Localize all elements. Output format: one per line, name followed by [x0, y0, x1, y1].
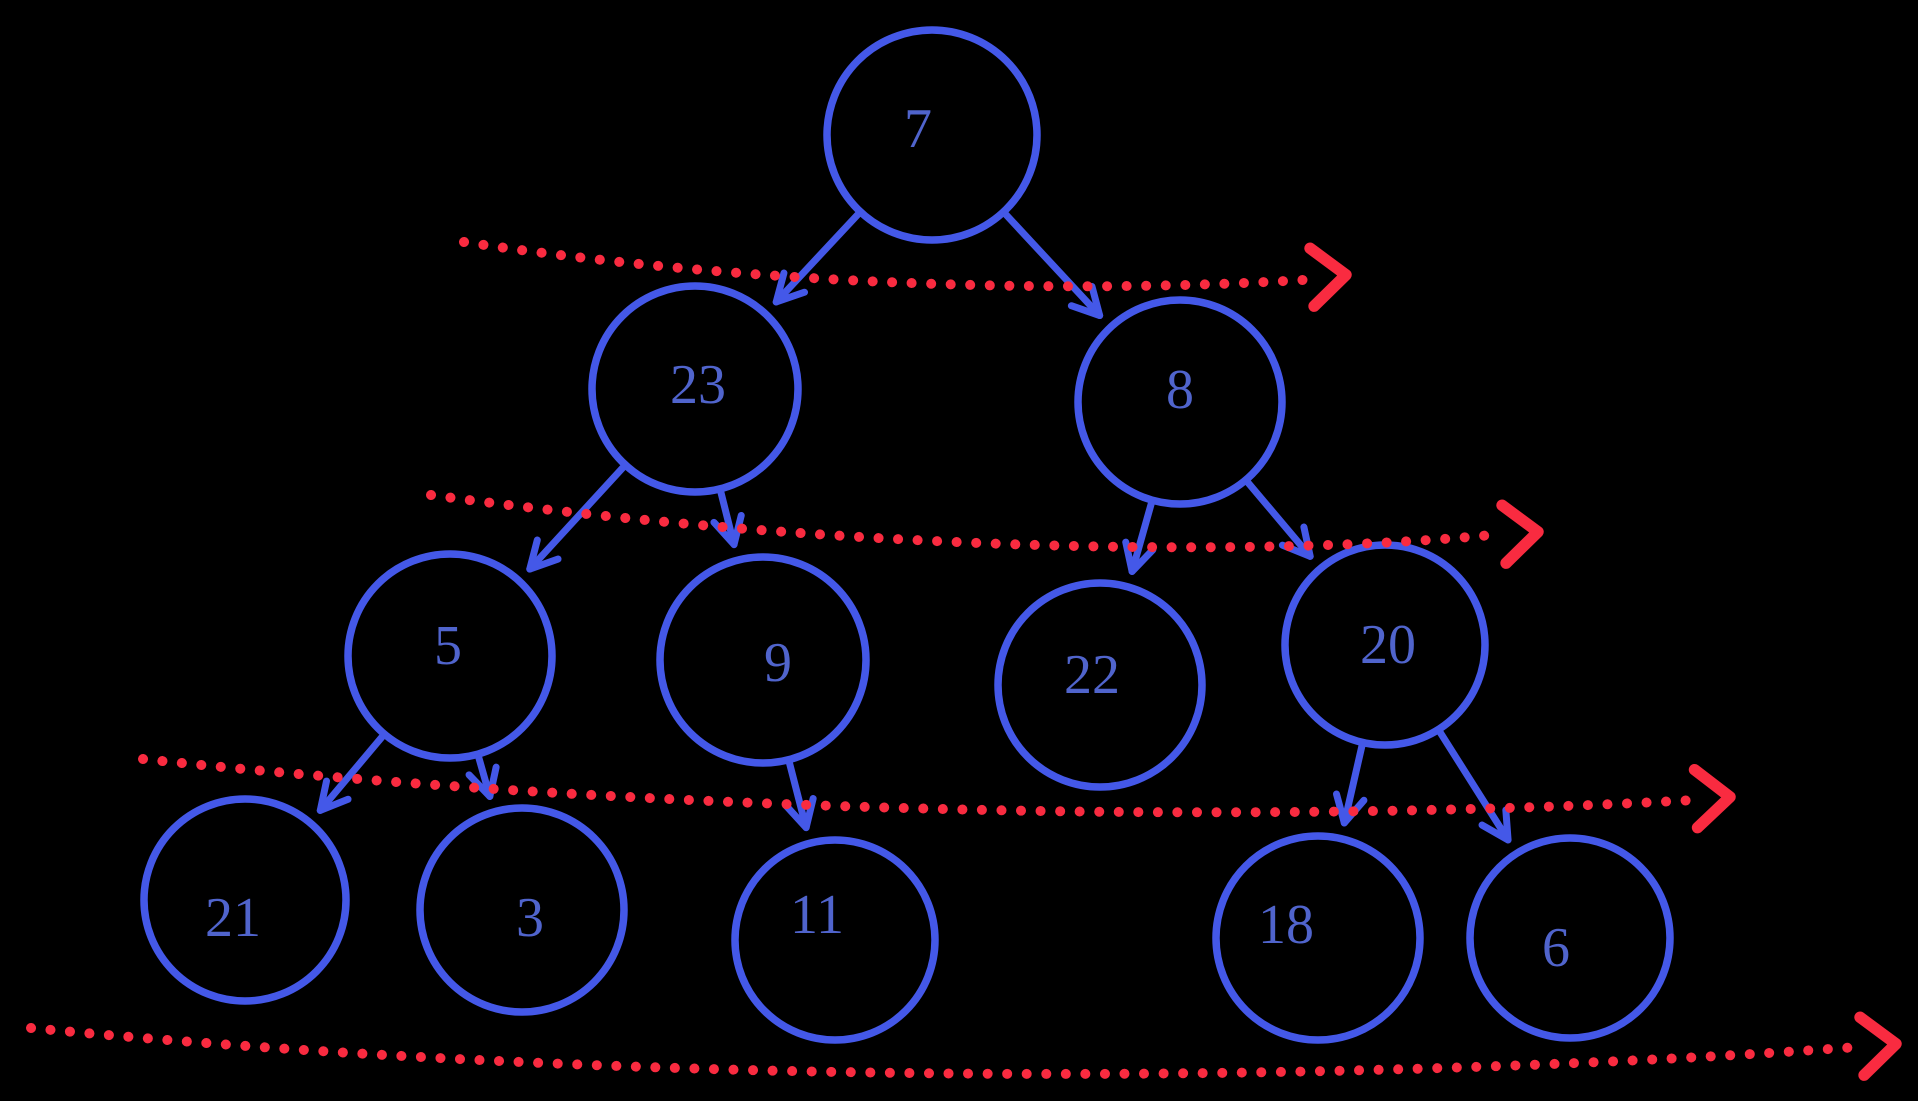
tree-nodes-layer: 7 23 8 5 9 22 20 21 3 11 18 6 — [140, 26, 1674, 1044]
edge-shaft — [526, 462, 628, 573]
edge-8-20 — [1243, 477, 1314, 560]
node-circle — [344, 550, 556, 762]
arrowhead-icon — [772, 269, 809, 306]
node-circle — [823, 26, 1041, 244]
node-value-label: 7 — [904, 98, 932, 160]
dotted-path — [426, 490, 1507, 553]
arrowhead-icon — [1067, 283, 1104, 320]
node-circle — [656, 553, 870, 767]
edge-shaft — [1128, 498, 1156, 575]
node-value-label: 8 — [1166, 359, 1194, 421]
tree-edges-layer — [316, 209, 1512, 844]
edge-5-21 — [316, 732, 387, 814]
node-value-label: 23 — [670, 354, 726, 416]
edge-23-5 — [526, 462, 628, 573]
tree-node-9: 9 — [656, 553, 870, 767]
edge-8-22 — [1122, 498, 1157, 575]
arrowhead-icon — [526, 536, 562, 573]
tree-node-21: 21 — [140, 795, 350, 1005]
edge-23-9 — [710, 487, 745, 549]
node-value-label: 11 — [790, 884, 844, 946]
dotted-path — [138, 754, 1700, 818]
tree-node-22: 22 — [994, 579, 1206, 791]
edge-shaft — [772, 209, 863, 306]
traversal-arrow-icon — [1688, 763, 1736, 834]
edge-shaft — [1001, 209, 1104, 320]
node-value-label: 18 — [1258, 894, 1314, 956]
arrowhead-icon — [782, 794, 817, 832]
node-circle — [140, 795, 350, 1005]
tree-node-11: 11 — [731, 836, 939, 1044]
tree-node-6: 6 — [1466, 834, 1674, 1042]
tree-node-23: 23 — [588, 282, 802, 496]
node-circle — [588, 282, 802, 496]
tree-node-5: 5 — [344, 550, 556, 762]
node-circle — [1466, 834, 1674, 1042]
traversal-line-level-4 — [26, 1011, 1902, 1081]
dotted-path — [26, 1023, 1863, 1079]
dotted-path — [459, 237, 1323, 292]
edge-20-6 — [1435, 727, 1512, 844]
edge-shaft — [316, 732, 387, 814]
node-value-label: 5 — [434, 615, 462, 677]
traversal-line-level-2 — [426, 490, 1544, 569]
node-circle — [1074, 296, 1286, 508]
arrowhead-icon — [1332, 790, 1368, 827]
arrowhead-icon — [465, 763, 500, 800]
arrowhead-icon — [1122, 538, 1157, 575]
tree-node-7: 7 — [823, 26, 1041, 244]
edge-shaft — [717, 487, 738, 549]
node-value-label: 22 — [1064, 644, 1120, 706]
edge-9-11 — [782, 758, 817, 832]
edge-5-3 — [465, 752, 500, 800]
edge-shaft — [785, 758, 810, 832]
node-value-label: 20 — [1360, 614, 1416, 676]
node-value-label: 3 — [516, 887, 544, 949]
arrowhead-icon — [316, 777, 352, 814]
edge-shaft — [1340, 740, 1366, 827]
traversal-arrow-icon — [1304, 242, 1352, 312]
traversal-line-level-3 — [138, 754, 1736, 834]
node-circle — [416, 804, 628, 1016]
tree-node-20: 20 — [1281, 541, 1489, 749]
edge-7-8 — [1001, 209, 1104, 320]
traversal-line-level-1 — [459, 237, 1352, 312]
node-value-label: 9 — [764, 632, 792, 694]
node-value-label: 6 — [1542, 917, 1570, 979]
edge-shaft — [1435, 727, 1512, 844]
arrowhead-icon — [1478, 806, 1512, 844]
edge-7-23 — [772, 209, 863, 306]
node-circle — [731, 836, 939, 1044]
traversal-arrow-icon — [1854, 1011, 1902, 1081]
node-value-label: 21 — [205, 887, 261, 949]
traversal-arrow-icon — [1496, 499, 1544, 569]
tree-node-18: 18 — [1212, 832, 1424, 1044]
tree-node-3: 3 — [416, 804, 628, 1016]
node-circle — [1212, 832, 1424, 1044]
tree-node-8: 8 — [1074, 296, 1286, 508]
traversal-lines-layer — [26, 237, 1902, 1081]
edge-20-18 — [1332, 740, 1368, 827]
node-circle — [994, 579, 1206, 791]
edge-shaft — [1243, 477, 1314, 560]
